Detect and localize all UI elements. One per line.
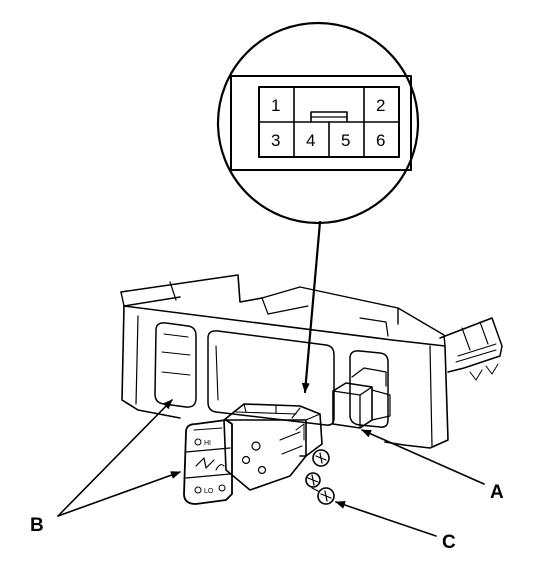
- bracket-flange: [120, 274, 263, 303]
- bracket-face-outline: [123, 305, 449, 449]
- pin-label: 5: [341, 131, 350, 150]
- switch-button-label: LO: [204, 488, 214, 495]
- bracket-flange: [120, 291, 181, 307]
- switch-button-top: [193, 427, 223, 431]
- bracket-opening-left: [154, 322, 197, 408]
- bracket-top-edge: [261, 297, 309, 315]
- leader-line-a: [361, 429, 485, 485]
- screw-slot: [320, 490, 332, 502]
- bracket-flange: [169, 281, 177, 301]
- detail-pointer-line: [301, 220, 322, 394]
- pin-label: 1: [271, 96, 280, 115]
- switch-button-label: HI: [204, 440, 211, 447]
- bracket-face-edge: [429, 345, 433, 447]
- bracket-top-edge: [359, 317, 389, 337]
- screw-head: [312, 449, 330, 467]
- screw-shank: [311, 487, 319, 492]
- bracket-arm-detail: [455, 343, 497, 363]
- pin-label: 4: [306, 131, 315, 150]
- callout-c: C: [442, 532, 456, 553]
- connector-a-wire: [371, 389, 391, 421]
- switch-housing-detail: [257, 465, 267, 475]
- indicator-led: [194, 438, 202, 446]
- bracket-top-edge: [261, 286, 399, 325]
- screw-slot: [315, 452, 327, 464]
- connector-housing: [230, 75, 412, 171]
- screw-slot: [307, 474, 319, 486]
- switch-housing-detail: [251, 441, 261, 451]
- bracket-opening-detail: [215, 345, 219, 401]
- bracket-arm: [439, 317, 503, 373]
- leader-line-b-lower: [57, 471, 181, 517]
- switch-housing-detail: [295, 423, 305, 441]
- switch-connector-a: [332, 367, 391, 429]
- bracket-arm-detail: [469, 363, 499, 381]
- switch-bezel: [183, 419, 233, 505]
- switch-housing-side: [223, 419, 307, 491]
- bracket-face-edge: [397, 307, 446, 347]
- callout-b: B: [30, 515, 44, 536]
- callout-a: A: [490, 482, 504, 503]
- seat-heater-icon: [195, 457, 215, 469]
- switch-assembly-b: HI LO: [183, 403, 323, 505]
- screw: [311, 487, 335, 505]
- bracket-face-edge: [135, 315, 139, 405]
- pin-label: 2: [376, 96, 385, 115]
- seat-heater-icon-wave: [215, 464, 225, 471]
- leader-line-c: [335, 501, 437, 537]
- bracket-opening-right: [349, 350, 389, 428]
- bracket-arm-detail: [461, 321, 489, 351]
- dash-bracket: [120, 274, 503, 449]
- switch-housing-detail: [291, 407, 321, 421]
- screw: [312, 449, 330, 467]
- switch-housing-detail: [279, 431, 303, 455]
- screw-head: [317, 487, 335, 505]
- switch-button-divider: [185, 447, 231, 453]
- switch-housing-detail: [235, 403, 297, 415]
- screw-head: [305, 472, 321, 488]
- bracket-opening-center: [207, 330, 335, 426]
- switch-button-divider: [185, 473, 231, 479]
- pin-label: 6: [376, 131, 385, 150]
- leader-line-b-upper: [57, 399, 173, 517]
- connector-a-edge: [332, 386, 373, 429]
- detail-circle: [216, 21, 420, 225]
- pin-label: 3: [271, 131, 280, 150]
- switch-icon-dot: [218, 484, 226, 492]
- bracket-opening-detail: [161, 333, 191, 376]
- indicator-led: [194, 486, 202, 494]
- connector-detail: 1 2 3 4 5 6: [216, 21, 420, 225]
- connector-a-latch: [351, 367, 387, 387]
- screw: [305, 472, 321, 488]
- switch-housing-detail: [241, 455, 251, 465]
